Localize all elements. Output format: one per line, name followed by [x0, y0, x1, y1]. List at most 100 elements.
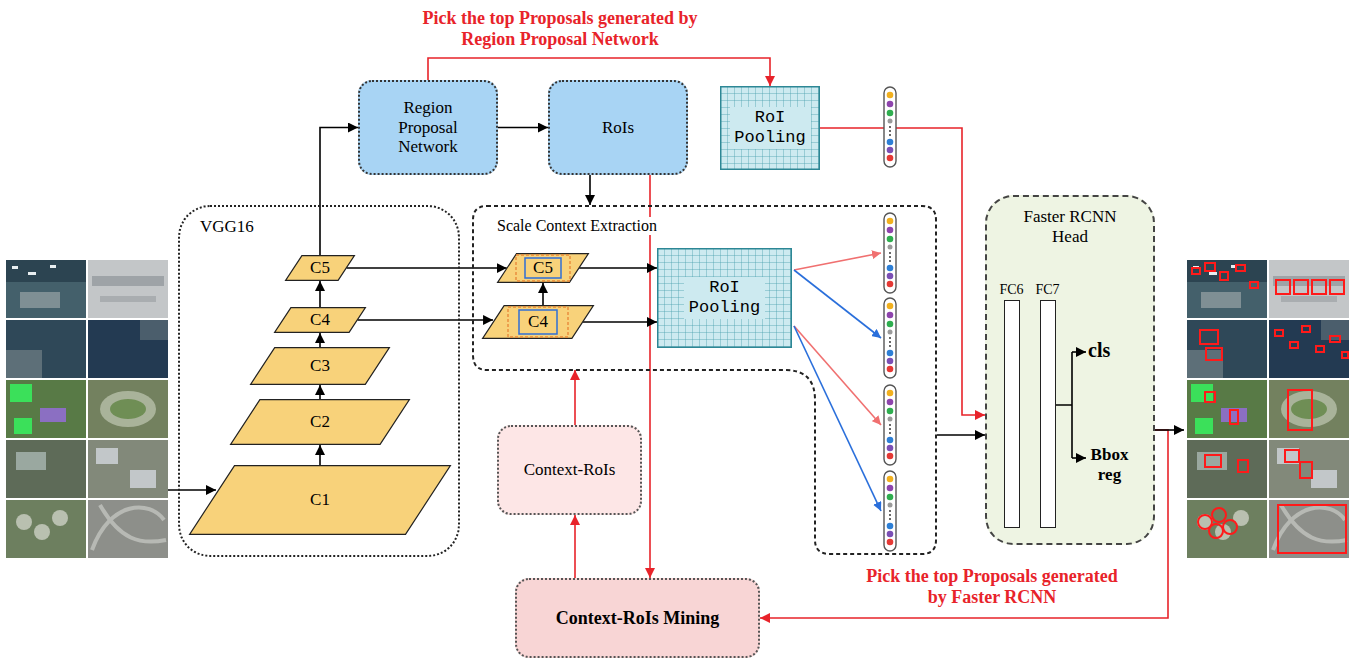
connector-arrow	[320, 128, 358, 256]
detection-boxes	[1278, 505, 1346, 553]
feature-map-shape	[231, 400, 410, 445]
group-heading: Scale Context Extraction	[494, 217, 660, 235]
connector-arrow	[347, 267, 507, 269]
feature-vector	[884, 298, 896, 378]
group-heading: VGG16	[200, 217, 254, 237]
group-heading: Faster RCNN Head	[1022, 207, 1119, 246]
feature-map-shape	[286, 256, 355, 281]
annotation-text: Pick the top Proposals generated by Regi…	[421, 8, 700, 49]
connector-arrow	[820, 128, 985, 415]
input-images	[6, 260, 168, 558]
feature-vector	[884, 87, 896, 167]
detection-boxes	[1330, 280, 1344, 294]
detection-boxes	[1250, 282, 1258, 288]
connector-arrow	[579, 267, 657, 269]
node-label: RoI Pooling	[730, 107, 811, 148]
connector-arrow	[319, 333, 321, 347]
connector-arrow	[760, 430, 1168, 618]
detection-boxes	[1200, 330, 1218, 344]
node-label: C2	[310, 412, 330, 432]
feature-map: C4	[482, 305, 594, 339]
pooling-arrows	[794, 253, 881, 270]
pooling-box: RoI Pooling	[720, 86, 820, 170]
pooling-box: RoI Pooling	[657, 248, 792, 348]
head-fill	[985, 195, 1155, 545]
detection-boxes	[1312, 280, 1326, 294]
roi-box	[519, 310, 557, 334]
flow-arrows	[1072, 351, 1086, 353]
feature-vector	[884, 213, 896, 293]
feature-map: C5	[285, 255, 355, 281]
detection-boxes	[1209, 524, 1223, 538]
detection-boxes	[1212, 508, 1226, 522]
connector-arrow	[319, 445, 321, 465]
flow-arrows	[1155, 429, 1184, 431]
annotation-text: Pick the top Proposals generated by Fast…	[865, 566, 1120, 607]
fc-layer: FC6	[1004, 300, 1020, 528]
flow-arrows	[1072, 457, 1086, 459]
detection-boxes	[1205, 392, 1215, 402]
connector-arrow	[649, 175, 651, 578]
node-label: C1	[310, 490, 330, 510]
pooling-arrows	[794, 326, 881, 425]
process-box: RoIs	[548, 80, 688, 175]
detection-boxes	[1206, 348, 1222, 360]
output-images	[1187, 260, 1349, 558]
node-label: Context-RoIs Mining	[556, 608, 720, 629]
fc-layer: FC7	[1040, 300, 1056, 528]
node-label: RoI Pooling	[684, 277, 765, 318]
pooling-arrows	[794, 253, 881, 511]
detection-boxes	[1205, 455, 1221, 467]
feature-map: C4	[274, 307, 366, 333]
pooling-arrows	[794, 270, 881, 338]
detection-boxes	[1275, 330, 1283, 336]
node-label: C5	[310, 258, 330, 278]
backbone-group: VGG16C5C4C3C2C1	[178, 205, 460, 557]
context-roi-box	[508, 307, 568, 337]
detection-boxes	[1288, 390, 1312, 430]
feature-map-shape	[498, 254, 589, 283]
node-label: Region Proposal Network	[397, 98, 460, 157]
feature-map: C2	[230, 399, 410, 445]
process-box: Region Proposal Network	[358, 80, 498, 175]
connector-arrow	[319, 281, 321, 307]
node-label: Context-RoIs	[524, 460, 616, 480]
feature-vector	[884, 471, 896, 551]
connector-arrow	[319, 385, 321, 399]
grid-box	[658, 249, 792, 348]
node-label: C4	[528, 312, 548, 332]
node-label: C4	[310, 310, 330, 330]
detection-boxes	[1276, 280, 1290, 294]
output-label: cls	[1088, 339, 1110, 362]
detection-boxes	[1290, 342, 1298, 348]
detection-boxes	[1342, 352, 1348, 358]
feature-map-shape	[190, 466, 451, 535]
detection-boxes	[1220, 272, 1228, 280]
context-roi-box	[516, 255, 570, 281]
detection-boxes	[1192, 263, 1348, 553]
detection-boxes	[1316, 346, 1324, 352]
group-heading: FC7	[1035, 282, 1059, 298]
process-box: Context-RoIs Mining	[515, 578, 760, 658]
detection-boxes	[1238, 460, 1248, 472]
connector-arrow	[583, 321, 657, 323]
feature-map: C5	[497, 253, 589, 283]
node-label: C5	[533, 258, 553, 278]
pooling-arrows	[794, 326, 881, 511]
connector-arrow	[574, 370, 576, 425]
connector-arrow	[937, 434, 985, 436]
feature-map: C1	[189, 465, 451, 535]
detection-boxes	[1330, 336, 1340, 342]
detection-boxes	[1205, 263, 1215, 271]
grid-box	[721, 87, 820, 170]
feature-map: C3	[250, 347, 390, 385]
connector-arrow	[589, 175, 591, 205]
feature-map-shape	[251, 348, 390, 385]
group-heading: FC6	[999, 282, 1023, 298]
connector-arrow	[498, 127, 548, 129]
detection-boxes	[1302, 326, 1310, 332]
detection-boxes	[1236, 265, 1245, 271]
node-label: RoIs	[602, 118, 634, 138]
connector-arrow	[574, 515, 576, 578]
detection-boxes	[1294, 280, 1308, 294]
